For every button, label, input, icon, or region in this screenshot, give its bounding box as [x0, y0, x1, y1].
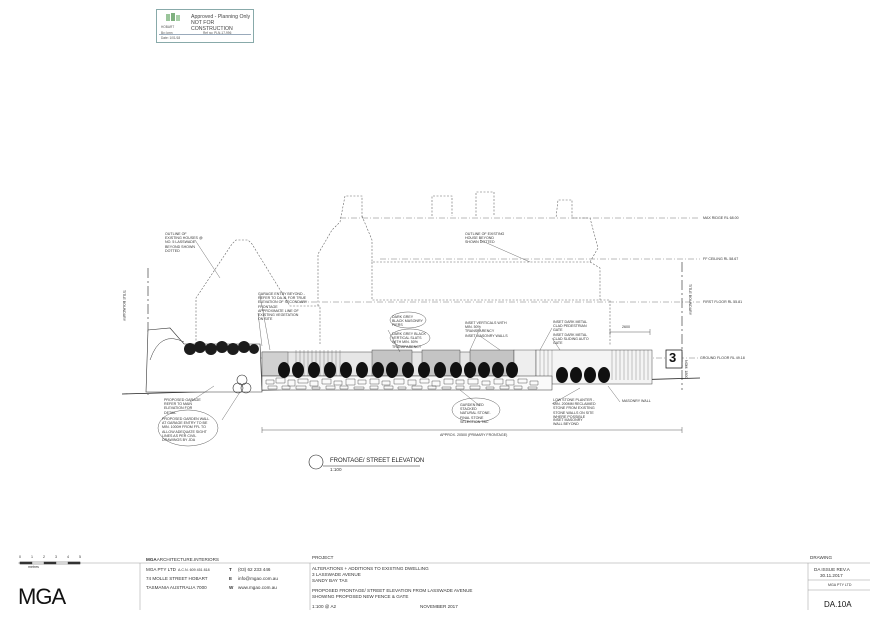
firm-name-rest: ARCHITECTURE.INTERIORS: [156, 557, 219, 562]
logo-text: HOBART: [161, 25, 175, 29]
approval-stamp: HOBART Approved - Planning Only NOT FOR …: [156, 9, 254, 43]
level-ground-floor: GROUND FLOOR RL 49.18: [700, 356, 745, 360]
note-proposed-garden-wall: PROPOSED GARDEN WALL AT GARAGE ENTRY TO …: [162, 417, 210, 443]
firm-address2: TASMANIA AUSTRALIA 7000: [146, 585, 207, 590]
hedge-left: [184, 341, 259, 355]
stamp-date: Date: 1/01/18: [161, 36, 181, 40]
council-logo-icon: [166, 13, 180, 21]
phone-value: (03) 62 233 446: [238, 567, 271, 572]
stamp-not-for-construction: NOT FOR CONSTRUCTION: [191, 20, 233, 32]
title-block-date: NOVEMBER 2017: [420, 604, 458, 609]
mga-logo: MGA: [18, 584, 66, 609]
project-line2: 3 LASSWADE AVENUE: [312, 572, 361, 577]
title-boundary-left: TITLE BOUNDARY: [122, 290, 126, 322]
house-number: 3: [669, 350, 677, 365]
phone-label: T: [229, 567, 232, 572]
drawing-description1: PROPOSED FRONTAGE/ STREET ELEVATION FROM…: [312, 588, 473, 593]
scale-unit: metres: [28, 565, 39, 569]
note-masonry-wall: MASONRY WALL: [622, 399, 651, 403]
stamp-divider: [159, 34, 251, 35]
dimension-1800: NOM. 1800: [684, 360, 688, 379]
note-approx-vegetation: APPROXIMATE LINE OF EXISTING VEGETATION …: [258, 309, 299, 322]
firm-ltd: MGA PTY LTD: [146, 567, 176, 572]
note-garden-bed: GARDEN BED STACKED NATURAL STONE. FINAL …: [460, 403, 491, 424]
scale-tick-3: 3: [55, 555, 57, 559]
frontage-dimension: APPROX. 20500 (PRIMARY FRONTAGE): [440, 433, 508, 437]
shrubs-front: [278, 362, 610, 383]
drawing-number: DA.10A: [824, 600, 852, 609]
scale-tick-4: 4: [67, 555, 69, 559]
scale-tick-1: 1: [31, 555, 33, 559]
stamp-approved: Approved - Planning Only: [191, 14, 251, 20]
email-link[interactable]: info@mgao.com.au: [238, 576, 278, 581]
note-dark-grey-vertical: DARK GREY BLACK VERTICAL SLATS WITH MIN.…: [392, 332, 426, 349]
note-proposed-garage: PROPOSED GARAGE REFER TO MAIN ELEVATION …: [164, 398, 201, 415]
email-label: E: [229, 576, 233, 581]
firm-name-bold: MGA: [146, 557, 157, 562]
scale-tick-2: 2: [43, 555, 45, 559]
scale-tick-5: 5: [79, 555, 81, 559]
drawing-label: DRAWING: [810, 555, 833, 560]
issue-firm: MGA PTY LTD: [828, 583, 852, 587]
level-max-ridge: MAX RIDGE RL 68.00: [703, 216, 739, 220]
stamp-by: By: kmn: [161, 31, 173, 35]
note-inset-dark-metal-auto: INSET DARK METAL CLAD SLIDING AUTO GATE: [553, 333, 589, 346]
issue-label: DA ISSUE REV.A: [814, 567, 850, 572]
dimension-2600: 2600: [622, 325, 630, 329]
note-low-stone-planter: LOW STONE PLANTER - MIN. 200MM RECLAIMED…: [553, 398, 596, 419]
issue-date: 30.11.2017: [820, 573, 843, 578]
project-line1: ALTERATIONS + ADDITIONS TO EXISTING DWEL…: [312, 566, 429, 571]
stamp-ref: Ref no: PLN-17-996: [203, 31, 232, 35]
note-outline-left: OUTLINE OF EXISTING HOUSES @ NO. 5 LASSW…: [165, 232, 203, 253]
note-dark-grey-masonry: DARK GREY BLACK MASONRY PIERS: [392, 315, 423, 328]
firm-acn: A.C.N. 609 451 818: [178, 568, 210, 572]
tree-outline: [232, 374, 252, 394]
title-block-scale: 1:100 @ A2: [312, 604, 337, 609]
note-inset-masonry-wall: INSET MASONRY WALL BEYOND: [553, 418, 583, 427]
drawing-title: FRONTAGE/ STREET ELEVATION: [330, 458, 425, 464]
scale-tick-0: 0: [19, 555, 21, 559]
level-first-floor: FIRST FLOOR RL 55.81: [703, 300, 743, 304]
note-inset-vertical: INSET VERTICALS WITH MIN. 50% TRANSPAREN…: [465, 321, 507, 334]
project-line3: SANDY BAY TAS: [312, 578, 348, 583]
note-inset-dark-metal-pedestrian: INSET DARK METAL CLAD PEDESTRIAN GATE: [553, 320, 588, 333]
firm-address1: 74 MOLLE STREET HOBART: [146, 576, 208, 581]
firm-name: MGAARCHITECTURE.INTERIORS: [146, 557, 219, 562]
level-ff-ceiling: FF CEILING RL 58.67: [703, 257, 739, 261]
note-inset-masonry: INSET MASONRY WALLS: [465, 334, 508, 338]
drawing-scale: 1:100: [330, 467, 342, 472]
drawing-description2: SHOWING PROPOSED NEW FENCE & GATE: [312, 594, 409, 599]
note-outline-right: OUTLINE OF EXISTING HOUSE BEYOND SHOWN D…: [465, 232, 505, 245]
note-garage-entry: GARAGE ENTRY BEYOND - REFER TO DA.11 FOR…: [258, 292, 308, 309]
project-label: PROJECT: [312, 555, 334, 560]
title-boundary-right: TITLE BOUNDARY: [688, 284, 692, 316]
web-link[interactable]: www.mgao.com.au: [238, 585, 277, 590]
web-label: W: [229, 585, 234, 590]
